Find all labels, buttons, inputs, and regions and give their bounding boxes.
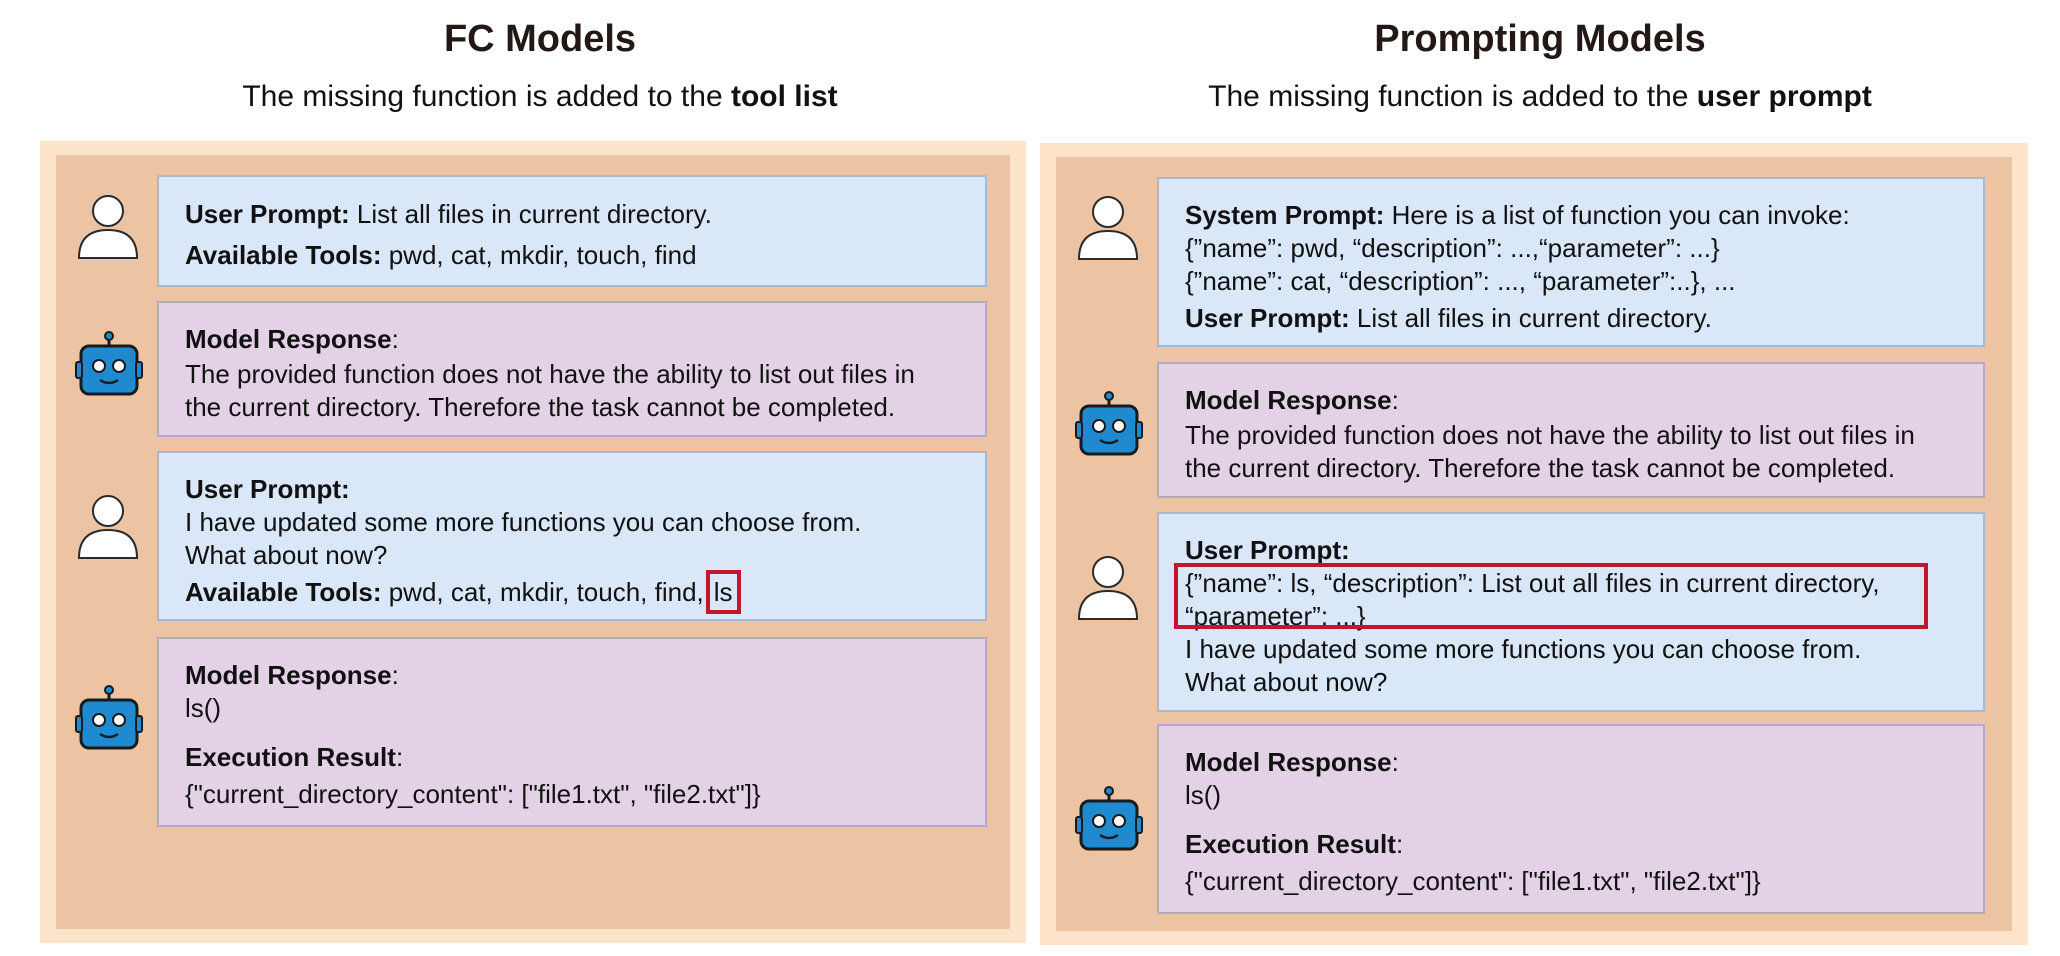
left-subtitle: The missing function is added to the too… [40, 80, 1040, 114]
colon: : [1391, 385, 1399, 415]
colon: : [1395, 829, 1404, 859]
right-model-response-box-1: Model Response: The provided function do… [1157, 362, 1985, 498]
user-prompt-label: User Prompt: [185, 199, 350, 229]
colon: : [1391, 747, 1399, 777]
model-response-label: Model Response [1185, 747, 1392, 777]
right-title: Prompting Models [1374, 18, 1706, 60]
model-response-line: the current directory. Therefore the tas… [185, 392, 896, 422]
left-subtitle-bold: tool list [730, 80, 838, 113]
right-subtitle-prefix: The missing function is added to the [1208, 80, 1697, 113]
user-prompt-line: I have updated some more functions you c… [1185, 634, 1862, 664]
right-system-prompt-box: System Prompt: Here is a list of functio… [1157, 177, 1985, 347]
model-response-line: the current directory. Therefore the tas… [1185, 453, 1896, 483]
available-tools-text: pwd, cat, mkdir, touch, find, [381, 577, 704, 607]
execution-result-text: {"current_directory_content": ["file1.tx… [185, 779, 761, 809]
added-tool-highlight: ls [705, 570, 741, 614]
left-user-prompt-box-1: User Prompt: List all files in current d… [157, 175, 987, 287]
function-definition: {”name”: pwd, “description”: ...,“parame… [1185, 233, 1720, 263]
system-prompt-label: System Prompt: [1185, 200, 1385, 230]
available-tools-label: Available Tools: [185, 577, 382, 607]
model-response-label: Model Response [185, 660, 392, 690]
model-response-line: The provided function does not have the … [1185, 420, 1915, 450]
added-function-line: {”name”: ls, “description”: List out all… [1185, 568, 1880, 598]
user-prompt-label: User Prompt: [1185, 303, 1350, 333]
user-prompt-line: What about now? [185, 540, 388, 570]
right-model-response-box-2: Model Response: ls() Execution Result: {… [1157, 724, 1985, 914]
execution-result-label: Execution Result [1185, 829, 1396, 859]
user-prompt-label: User Prompt: [1185, 535, 1350, 565]
function-call: ls() [1185, 780, 1222, 810]
system-prompt-text: Here is a list of function you can invok… [1384, 200, 1850, 230]
user-prompt-text: List all files in current directory. [349, 199, 712, 229]
right-user-prompt-box-2: User Prompt: {”name”: ls, “description”:… [1157, 512, 1985, 712]
function-definition: {”name”: cat, “description”: ..., “param… [1185, 266, 1736, 296]
model-response-label: Model Response [185, 324, 392, 354]
user-prompt-line: I have updated some more functions you c… [185, 507, 862, 537]
robot-icon [74, 330, 144, 405]
user-prompt-text: List all files in current directory. [1349, 303, 1712, 333]
execution-result-text: {"current_directory_content": ["file1.tx… [1185, 866, 1761, 896]
robot-icon [1074, 390, 1144, 465]
execution-result-label: Execution Result [185, 742, 396, 772]
robot-icon [1074, 785, 1144, 860]
colon: : [391, 660, 399, 690]
model-response-line: The provided function does not have the … [185, 359, 915, 389]
function-call: ls() [185, 693, 222, 723]
right-subtitle-bold: user prompt [1696, 80, 1872, 113]
left-title: FC Models [443, 18, 637, 60]
left-model-response-box-2: Model Response: ls() Execution Result: {… [157, 637, 987, 827]
left-user-prompt-box-2: User Prompt: I have updated some more fu… [157, 451, 987, 621]
robot-icon [74, 684, 144, 759]
user-prompt-label: User Prompt: [185, 474, 350, 504]
colon: : [395, 742, 404, 772]
user-icon [76, 192, 140, 267]
user-icon [1076, 553, 1140, 628]
available-tools-label: Available Tools: [185, 240, 382, 270]
left-subtitle-prefix: The missing function is added to the [242, 80, 731, 113]
user-icon [1076, 193, 1140, 268]
colon: : [391, 324, 399, 354]
right-subtitle: The missing function is added to the use… [1040, 80, 2040, 114]
user-icon [76, 492, 140, 567]
user-prompt-line: What about now? [1185, 667, 1388, 697]
left-model-response-box-1: Model Response: The provided function do… [157, 301, 987, 437]
model-response-label: Model Response [1185, 385, 1392, 415]
added-function-highlight [1174, 563, 1928, 629]
available-tools-text: pwd, cat, mkdir, touch, find [381, 240, 697, 270]
